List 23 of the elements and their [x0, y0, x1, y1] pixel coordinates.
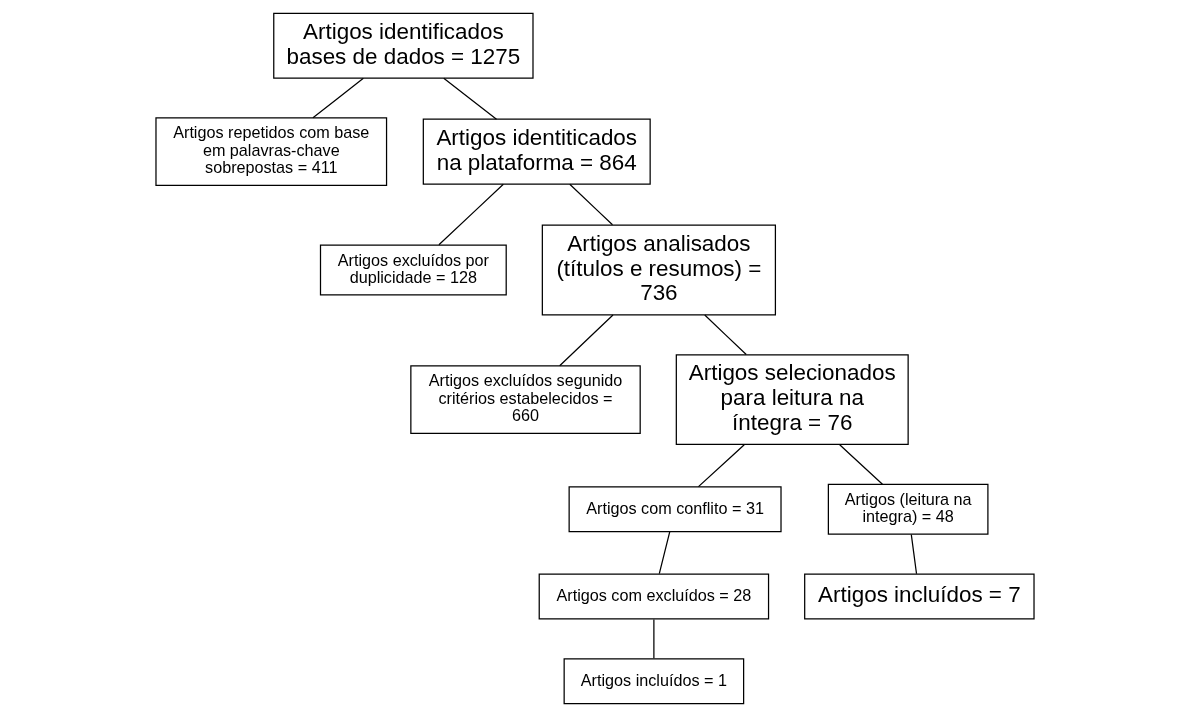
- connector: [653, 618, 655, 659]
- connector: [697, 444, 745, 488]
- node-box: Artigos incluídos = 1: [563, 658, 745, 705]
- connector: [438, 183, 504, 246]
- node-box: Artigos (leitura na integra) = 48: [827, 483, 989, 535]
- connector: [910, 533, 918, 575]
- node-box: Artigos com conflito = 31: [568, 486, 782, 533]
- connector: [658, 531, 671, 575]
- node-box: Artigos excluídos segunido critérios estabelecidos = 660: [410, 365, 641, 434]
- node-box: Artigos excluídos por duplicidade = 128: [319, 244, 507, 296]
- connector: [704, 314, 747, 356]
- node-box: Artigos analisados (títulos e resumos) = 736: [541, 224, 777, 316]
- node-box: Artigos identiticados na plataforma = 864: [422, 118, 651, 185]
- connector: [569, 183, 614, 226]
- node-box: Artigos selecionados para leitura na íntegra = 76: [675, 354, 909, 446]
- connector: [443, 77, 498, 120]
- connector: [312, 77, 364, 119]
- connector: [839, 444, 884, 485]
- node-box: Artigos repetidos com base em palavras-chave sobrepostas = 411: [155, 117, 388, 186]
- node-box: Artigos identificados bases de dados = 1275: [273, 12, 534, 79]
- connector: [559, 314, 614, 367]
- node-box: Artigos com excluídos = 28: [538, 573, 770, 620]
- node-box: Artigos incluídos = 7: [804, 573, 1035, 620]
